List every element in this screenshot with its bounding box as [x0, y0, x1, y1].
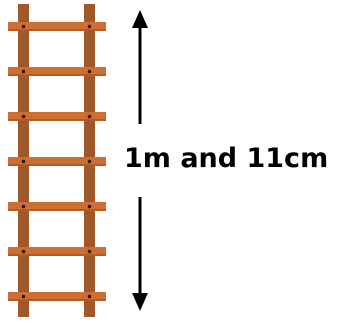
ladder-icon: [8, 4, 106, 317]
ladder-rung: [8, 247, 106, 256]
ladder-bolt: [87, 204, 92, 209]
ladder-bolt: [21, 69, 26, 74]
height-measurement-label: 1m and 11cm: [124, 143, 329, 174]
ladder-rung: [8, 67, 106, 76]
ladder-bolt: [21, 249, 26, 254]
ladder-bolt: [21, 294, 26, 299]
ladder-rung: [8, 112, 106, 121]
ladder-bolt: [21, 114, 26, 119]
ladder-rung: [8, 202, 106, 211]
ladder-bolt: [87, 159, 92, 164]
ladder-bolt: [87, 114, 92, 119]
ladder-rungs: [8, 22, 106, 301]
ladder-bolt: [87, 294, 92, 299]
arrow-up-icon: [132, 10, 148, 124]
ladder-rung: [8, 22, 106, 31]
ladder-bolt: [21, 204, 26, 209]
ladder-bolt: [21, 24, 26, 29]
arrow-down-icon: [132, 197, 148, 311]
ladder-rung: [8, 292, 106, 301]
ladder-rung: [8, 157, 106, 166]
ladder-bolt: [21, 159, 26, 164]
ladder-bolt: [87, 249, 92, 254]
ladder-bolt: [87, 69, 92, 74]
ladder-bolt: [87, 24, 92, 29]
